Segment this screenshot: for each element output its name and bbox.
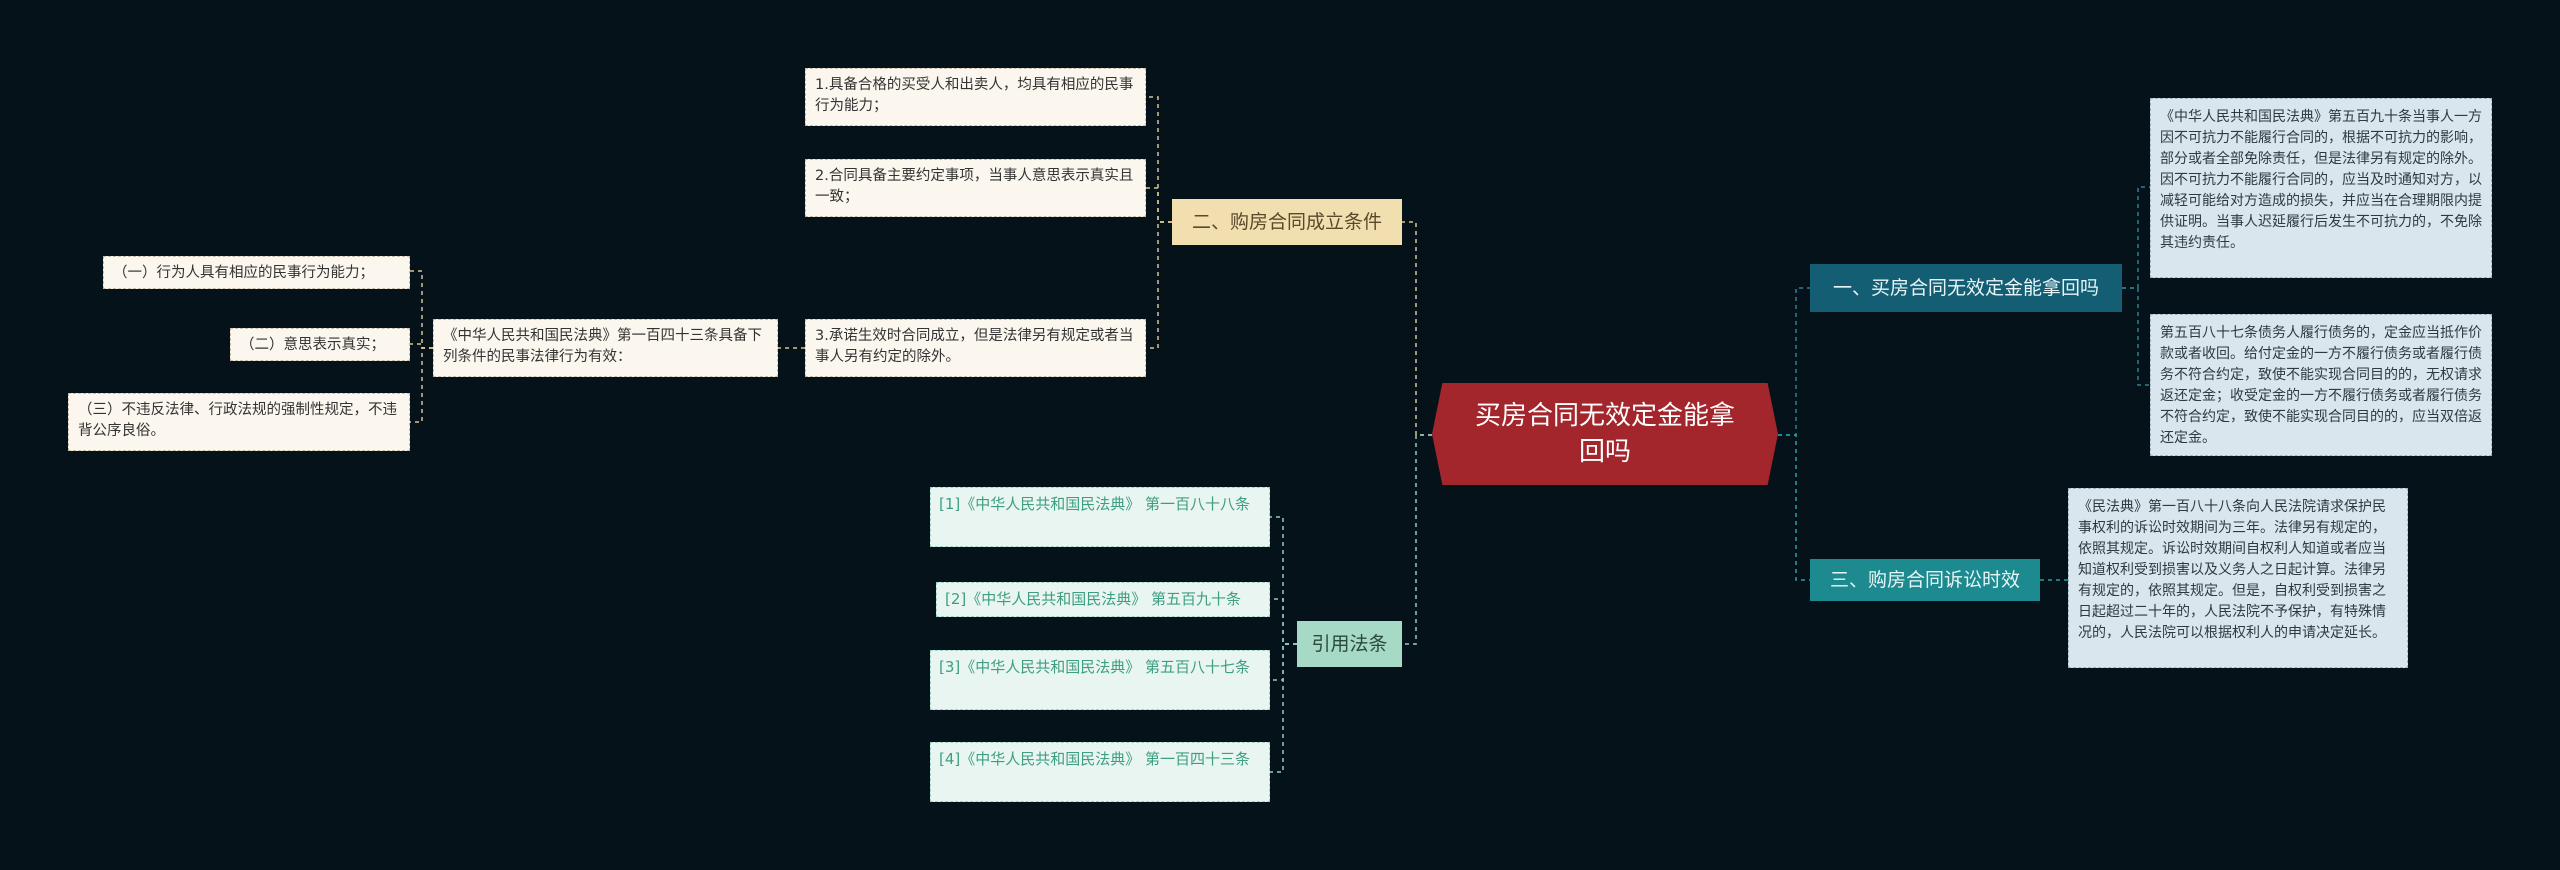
condition-item-1[interactable]: 1.具备合格的买受人和出卖人，均具有相应的民事行为能力； xyxy=(805,68,1146,126)
central-topic-label: 买房合同无效定金能拿回吗 xyxy=(1474,401,1735,467)
limitation-item-1-text: 《民法典》第一百八十八条向人民法院请求保护民事权利的诉讼时效期间为三年。法律另有… xyxy=(2078,499,2386,641)
condition-item-3-text: 3.承诺生效时合同成立，但是法律另有规定或者当事人另有约定的除外。 xyxy=(815,328,1134,365)
citation-item-2[interactable]: [2]《中华人民共和国民法典》 第五百九十条 xyxy=(936,582,1270,617)
branch-limitation-label: 三、购房合同诉讼时效 xyxy=(1829,569,2020,591)
branch-conditions[interactable]: 二、购房合同成立条件 xyxy=(1172,199,1402,245)
deposit-item-1-text: 《中华人民共和国民法典》第五百九十条当事人一方因不可抗力不能履行合同的，根据不可… xyxy=(2160,109,2482,251)
law-item-2-text: （二）意思表示真实； xyxy=(240,337,385,353)
citation-item-3[interactable]: [3]《中华人民共和国民法典》 第五百八十七条 xyxy=(930,650,1270,710)
citation-item-4-text: [4]《中华人民共和国民法典》 第一百四十三条 xyxy=(939,750,1251,768)
law-item-1[interactable]: （一）行为人具有相应的民事行为能力； xyxy=(103,256,410,289)
branch-citations-label: 引用法条 xyxy=(1311,633,1388,655)
branch-citations[interactable]: 引用法条 xyxy=(1297,621,1402,667)
branch-limitation[interactable]: 三、购房合同诉讼时效 xyxy=(1810,559,2040,601)
citation-item-1-text: [1]《中华人民共和国民法典》 第一百八十八条 xyxy=(939,495,1251,513)
deposit-item-2-text: 第五百八十七条债务人履行债务的，定金应当抵作价款或者收回。给付定金的一方不履行债… xyxy=(2160,325,2482,446)
citation-item-4[interactable]: [4]《中华人民共和国民法典》 第一百四十三条 xyxy=(930,742,1270,802)
condition-item-3[interactable]: 3.承诺生效时合同成立，但是法律另有规定或者当事人另有约定的除外。 xyxy=(805,319,1146,377)
law-item-2[interactable]: （二）意思表示真实； xyxy=(230,328,410,361)
citation-item-2-text: [2]《中华人民共和国民法典》 第五百九十条 xyxy=(945,590,1242,608)
branch-deposit[interactable]: 一、买房合同无效定金能拿回吗 xyxy=(1810,264,2122,312)
law-item-3-text: （三）不违反法律、行政法规的强制性规定，不违背公序良俗。 xyxy=(78,402,397,439)
branch-deposit-label: 一、买房合同无效定金能拿回吗 xyxy=(1832,277,2099,299)
deposit-item-2[interactable]: 第五百八十七条债务人履行债务的，定金应当抵作价款或者收回。给付定金的一方不履行债… xyxy=(2150,314,2492,456)
law-143[interactable]: 《中华人民共和国民法典》第一百四十三条具备下列条件的民事法律行为有效： xyxy=(433,319,778,377)
condition-item-2[interactable]: 2.合同具备主要约定事项，当事人意思表示真实且一致； xyxy=(805,159,1146,217)
limitation-item-1[interactable]: 《民法典》第一百八十八条向人民法院请求保护民事权利的诉讼时效期间为三年。法律另有… xyxy=(2068,488,2408,668)
law-item-3[interactable]: （三）不违反法律、行政法规的强制性规定，不违背公序良俗。 xyxy=(68,393,410,451)
condition-item-1-text: 1.具备合格的买受人和出卖人，均具有相应的民事行为能力； xyxy=(815,77,1134,114)
law-143-text: 《中华人民共和国民法典》第一百四十三条具备下列条件的民事法律行为有效： xyxy=(443,328,762,365)
citation-item-1[interactable]: [1]《中华人民共和国民法典》 第一百八十八条 xyxy=(930,487,1270,547)
central-topic[interactable]: 买房合同无效定金能拿回吗 xyxy=(1432,383,1778,485)
condition-item-2-text: 2.合同具备主要约定事项，当事人意思表示真实且一致； xyxy=(815,168,1134,205)
branch-conditions-label: 二、购房合同成立条件 xyxy=(1191,211,1382,233)
deposit-item-1[interactable]: 《中华人民共和国民法典》第五百九十条当事人一方因不可抗力不能履行合同的，根据不可… xyxy=(2150,98,2492,278)
citation-item-3-text: [3]《中华人民共和国民法典》 第五百八十七条 xyxy=(939,658,1251,676)
law-item-1-text: （一）行为人具有相应的民事行为能力； xyxy=(113,265,374,281)
